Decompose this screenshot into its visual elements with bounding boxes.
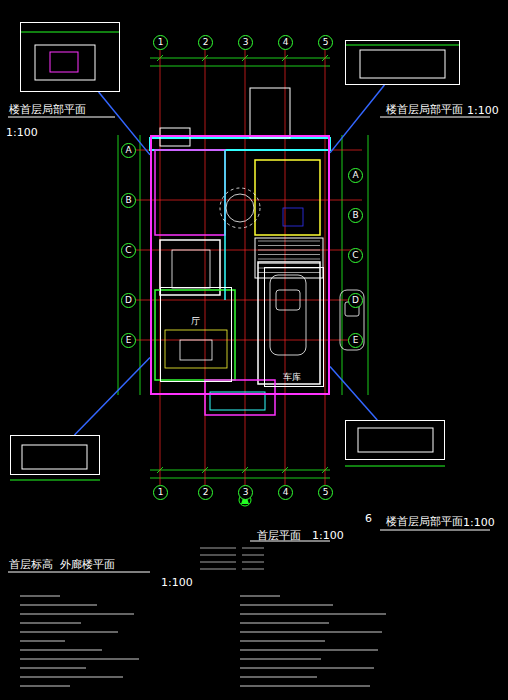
leader-line — [330, 85, 384, 153]
leader-line — [330, 367, 377, 420]
scale-text: 1:100 — [312, 529, 344, 542]
axis-bubble: 1 — [153, 485, 168, 500]
axis-bubble: B — [121, 193, 136, 208]
plan-heading: 首层标高 外廊楼平面 — [9, 558, 115, 571]
axis-bubble: 5 — [318, 485, 333, 500]
room-area: 车库 — [264, 267, 324, 387]
axis-bubble: 3 — [238, 485, 253, 500]
plan-heading: 首层平面 — [257, 529, 301, 542]
scale-text: 1:100 — [6, 126, 38, 139]
plan-heading: 楼首层局部平面 — [386, 515, 463, 528]
room-area: 厅 — [160, 287, 232, 382]
axis-lines — [122, 50, 362, 485]
plan-heading: 厅 — [191, 316, 200, 327]
axis-bubble: 2 — [198, 35, 213, 50]
plan-region: 楼首层局部平面1:100 — [345, 40, 460, 85]
axis-bubble: D — [121, 293, 136, 308]
axis-bubble: 2 — [198, 485, 213, 500]
scale-text: 1:100 — [463, 516, 495, 529]
axis-bubble: 3 — [238, 35, 253, 50]
dimension-lines — [118, 55, 368, 478]
plan-heading: 楼首层局部平面 — [386, 103, 463, 116]
plan-region: 首层标高 外廊楼平面1:100 — [10, 435, 100, 475]
axis-bubble: 1 — [153, 35, 168, 50]
scale-text: 1:100 — [467, 104, 499, 117]
axis-bubble: C — [348, 248, 363, 263]
plan-heading: 楼首层局部平面 — [9, 103, 86, 116]
axis-bubble: 5 — [318, 35, 333, 50]
plan-region: 楼首层局部平面1:100 — [20, 22, 120, 92]
detail-insets — [8, 32, 490, 572]
axis-bubble: E — [121, 333, 136, 348]
scale-text: 1:100 — [161, 576, 193, 589]
walls — [150, 88, 330, 415]
axis-bubble: B — [348, 208, 363, 223]
axis-bubble: 4 — [278, 35, 293, 50]
leader-line — [74, 357, 150, 435]
callout-number: 6 — [365, 513, 372, 525]
axis-bubble: E — [348, 333, 363, 348]
axis-bubble: D — [348, 293, 363, 308]
plan-region: 厅车库首层平面1:100 — [150, 135, 330, 395]
plan-heading: 车库 — [283, 372, 301, 383]
axis-bubble: 4 — [278, 485, 293, 500]
axis-bubble: A — [348, 168, 363, 183]
axis-bubble: C — [121, 243, 136, 258]
axis-bubble: A — [121, 143, 136, 158]
plan-region: 楼首层局部平面1:100 — [345, 420, 445, 460]
